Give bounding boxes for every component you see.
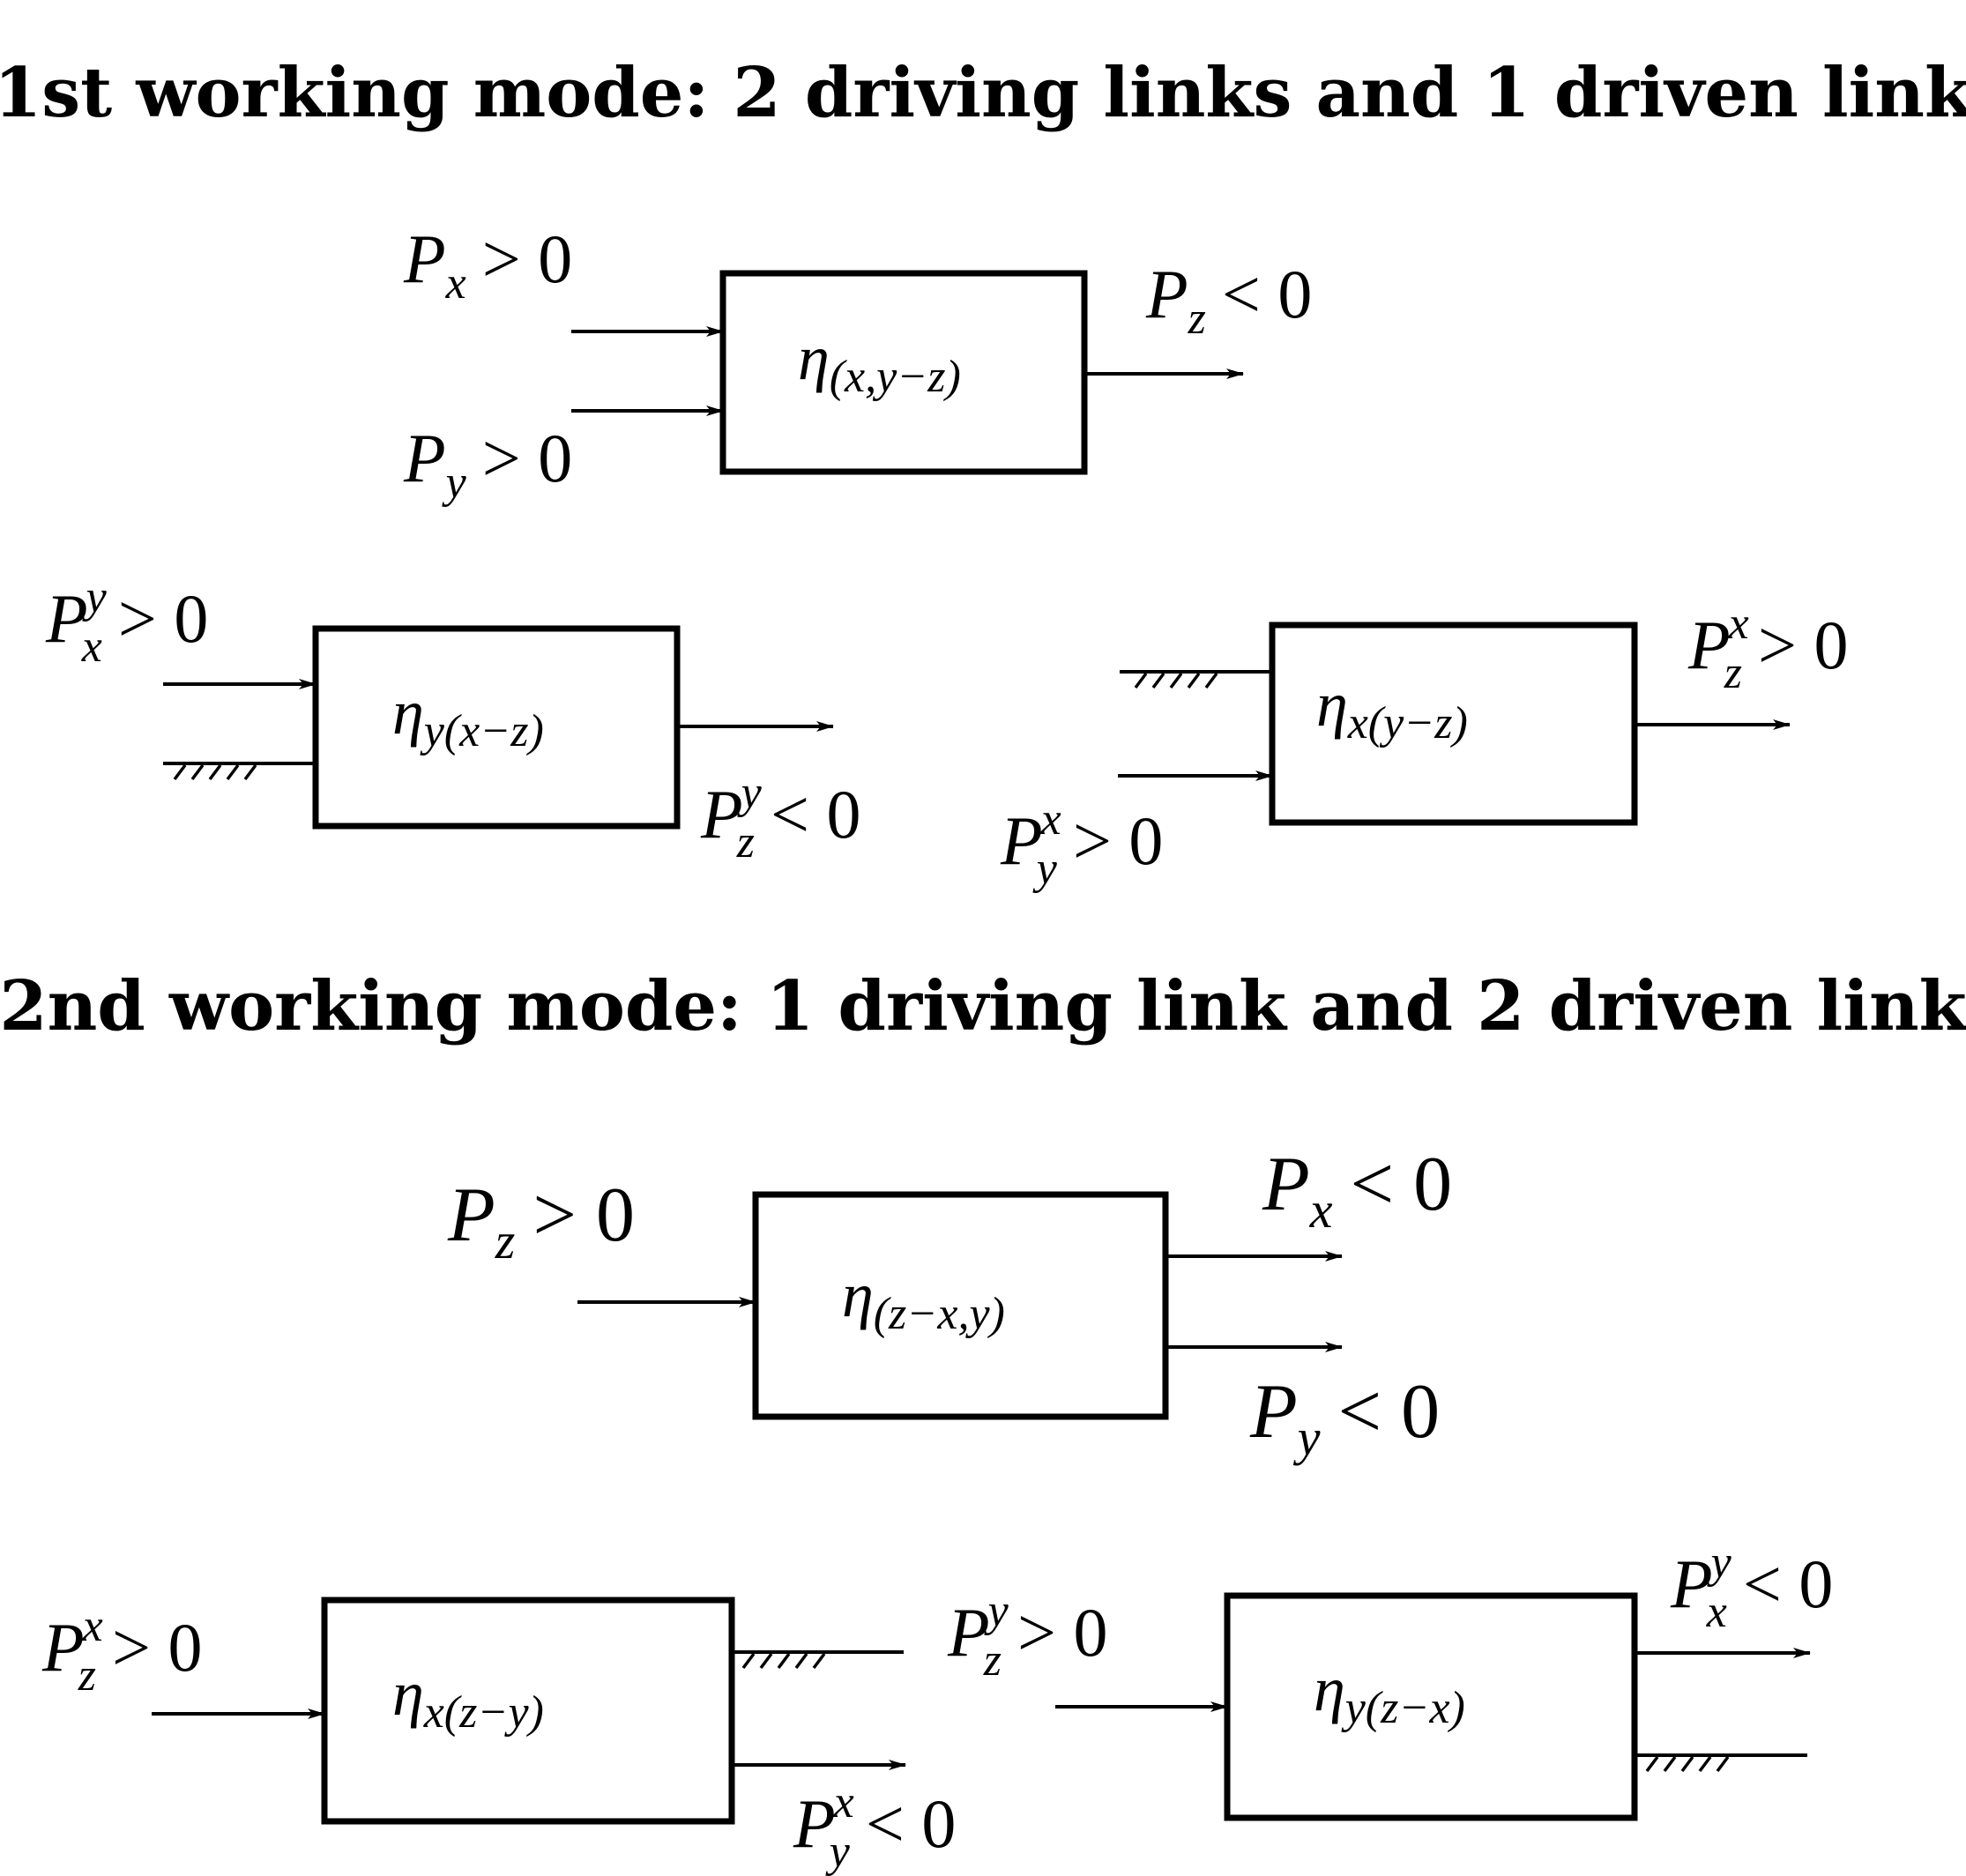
mode2-main-power-y-label: Py< 0	[1249, 1369, 1440, 1466]
mode2-main-power-z-label: Pz> 0	[447, 1172, 635, 1269]
mode2-main-block: η(z−x,y) Pz> 0 Px< 0 Py< 0	[447, 1142, 1452, 1466]
mode2-right-efficiency: ηy(z−x)	[1314, 1654, 1465, 1733]
mode1-main-block: η(x,y−z) Px> 0 Py> 0 Pz< 0	[403, 220, 1312, 508]
mode2-title: 2nd working mode: 1 driving link and 2 d…	[0, 966, 1966, 1046]
mode1-title: 1st working mode: 2 driving links and 1 …	[0, 53, 1966, 133]
mode1-main-power-x-label: Px> 0	[403, 220, 572, 309]
mode1-right-efficiency: ηx(y−z)	[1316, 669, 1468, 748]
mode1-left-ground-hatch	[173, 763, 257, 781]
mode1-main-power-y-label: Py> 0	[403, 420, 572, 508]
mode1-main-efficiency: η(x,y−z)	[798, 323, 961, 402]
mode1-right-ground-hatch	[1134, 672, 1218, 689]
mode2-main-efficiency: η(z−x,y)	[842, 1260, 1005, 1339]
mode2-left-ground-hatch	[741, 1652, 826, 1670]
mode1-main-power-z-label: Pz< 0	[1145, 256, 1312, 344]
mode1-left-efficiency: ηy(x−z)	[392, 677, 544, 756]
mode2-main-power-x-label: Px< 0	[1262, 1142, 1452, 1239]
mode2-left-efficiency: ηx(z−y)	[392, 1658, 544, 1738]
mode2-right-ground-hatch	[1645, 1755, 1730, 1773]
